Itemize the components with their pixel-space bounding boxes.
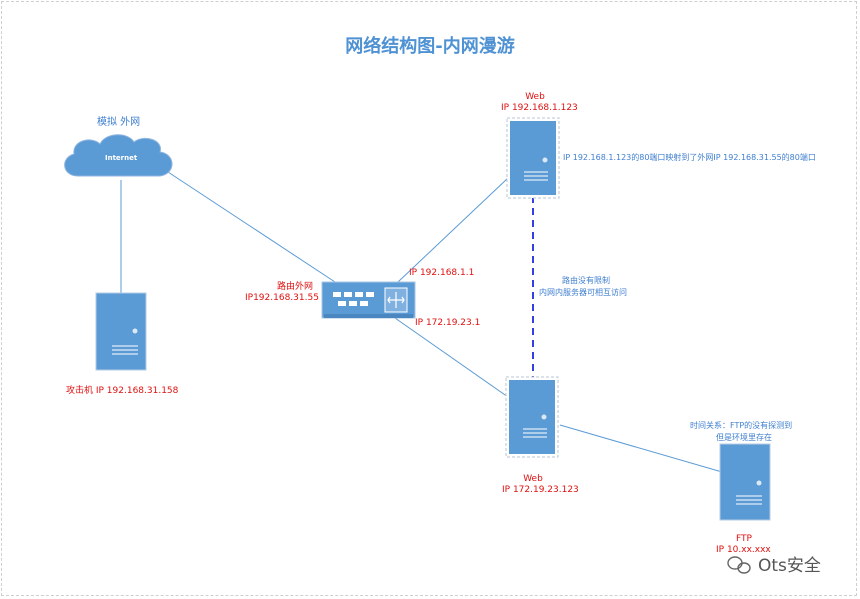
page-title: 网络结构图-内网漫游 xyxy=(345,36,515,57)
web2-ip: IP 172.19.23.123 xyxy=(502,485,579,495)
web2-server-icon xyxy=(505,376,559,458)
ftp-note-line2: 但是环境里存在 xyxy=(716,433,772,442)
attacker-server-icon xyxy=(95,292,147,371)
router-icon xyxy=(321,281,416,319)
web1-server-icon xyxy=(506,117,560,199)
web1-port-mapping-note: IP 192.168.1.123的80端口映射到了外网IP 192.168.31… xyxy=(563,153,816,162)
cloud-label: Internet xyxy=(105,154,138,162)
ftp-server-icon xyxy=(719,443,771,521)
cloud-tag: 模拟 外网 xyxy=(97,117,141,128)
ftp-note-line1: 时间关系：FTP的没有探测到 xyxy=(690,421,793,430)
web2-name: Web xyxy=(523,474,543,484)
link-internet-router xyxy=(167,171,336,283)
link-router-web1 xyxy=(397,177,509,283)
link-router-web2 xyxy=(394,317,509,398)
router-lan1-ip: IP 192.168.1.1 xyxy=(409,268,475,278)
internet-cloud-icon xyxy=(64,134,173,177)
wechat-logo-icon xyxy=(727,556,751,574)
web1-ip: IP 192.168.1.123 xyxy=(501,103,578,113)
link-note-line1: 路由没有限制 xyxy=(562,276,610,285)
watermark-text: Ots安全 xyxy=(758,556,821,576)
router-wan-ip: IP192.168.31.55 xyxy=(245,293,319,303)
router-name: 路由外网 xyxy=(276,282,313,292)
web1-name: Web xyxy=(525,92,545,102)
ftp-ip: IP 10.xx.xxx xyxy=(716,545,771,555)
router-lan2-ip: IP 172.19.23.1 xyxy=(415,318,481,328)
link-note-line2: 内网内服务器可相互访问 xyxy=(539,288,627,297)
attacker-label: 攻击机 IP 192.168.31.158 xyxy=(66,386,179,396)
ftp-name: FTP xyxy=(736,534,752,544)
link-web2-ftp xyxy=(559,424,723,473)
